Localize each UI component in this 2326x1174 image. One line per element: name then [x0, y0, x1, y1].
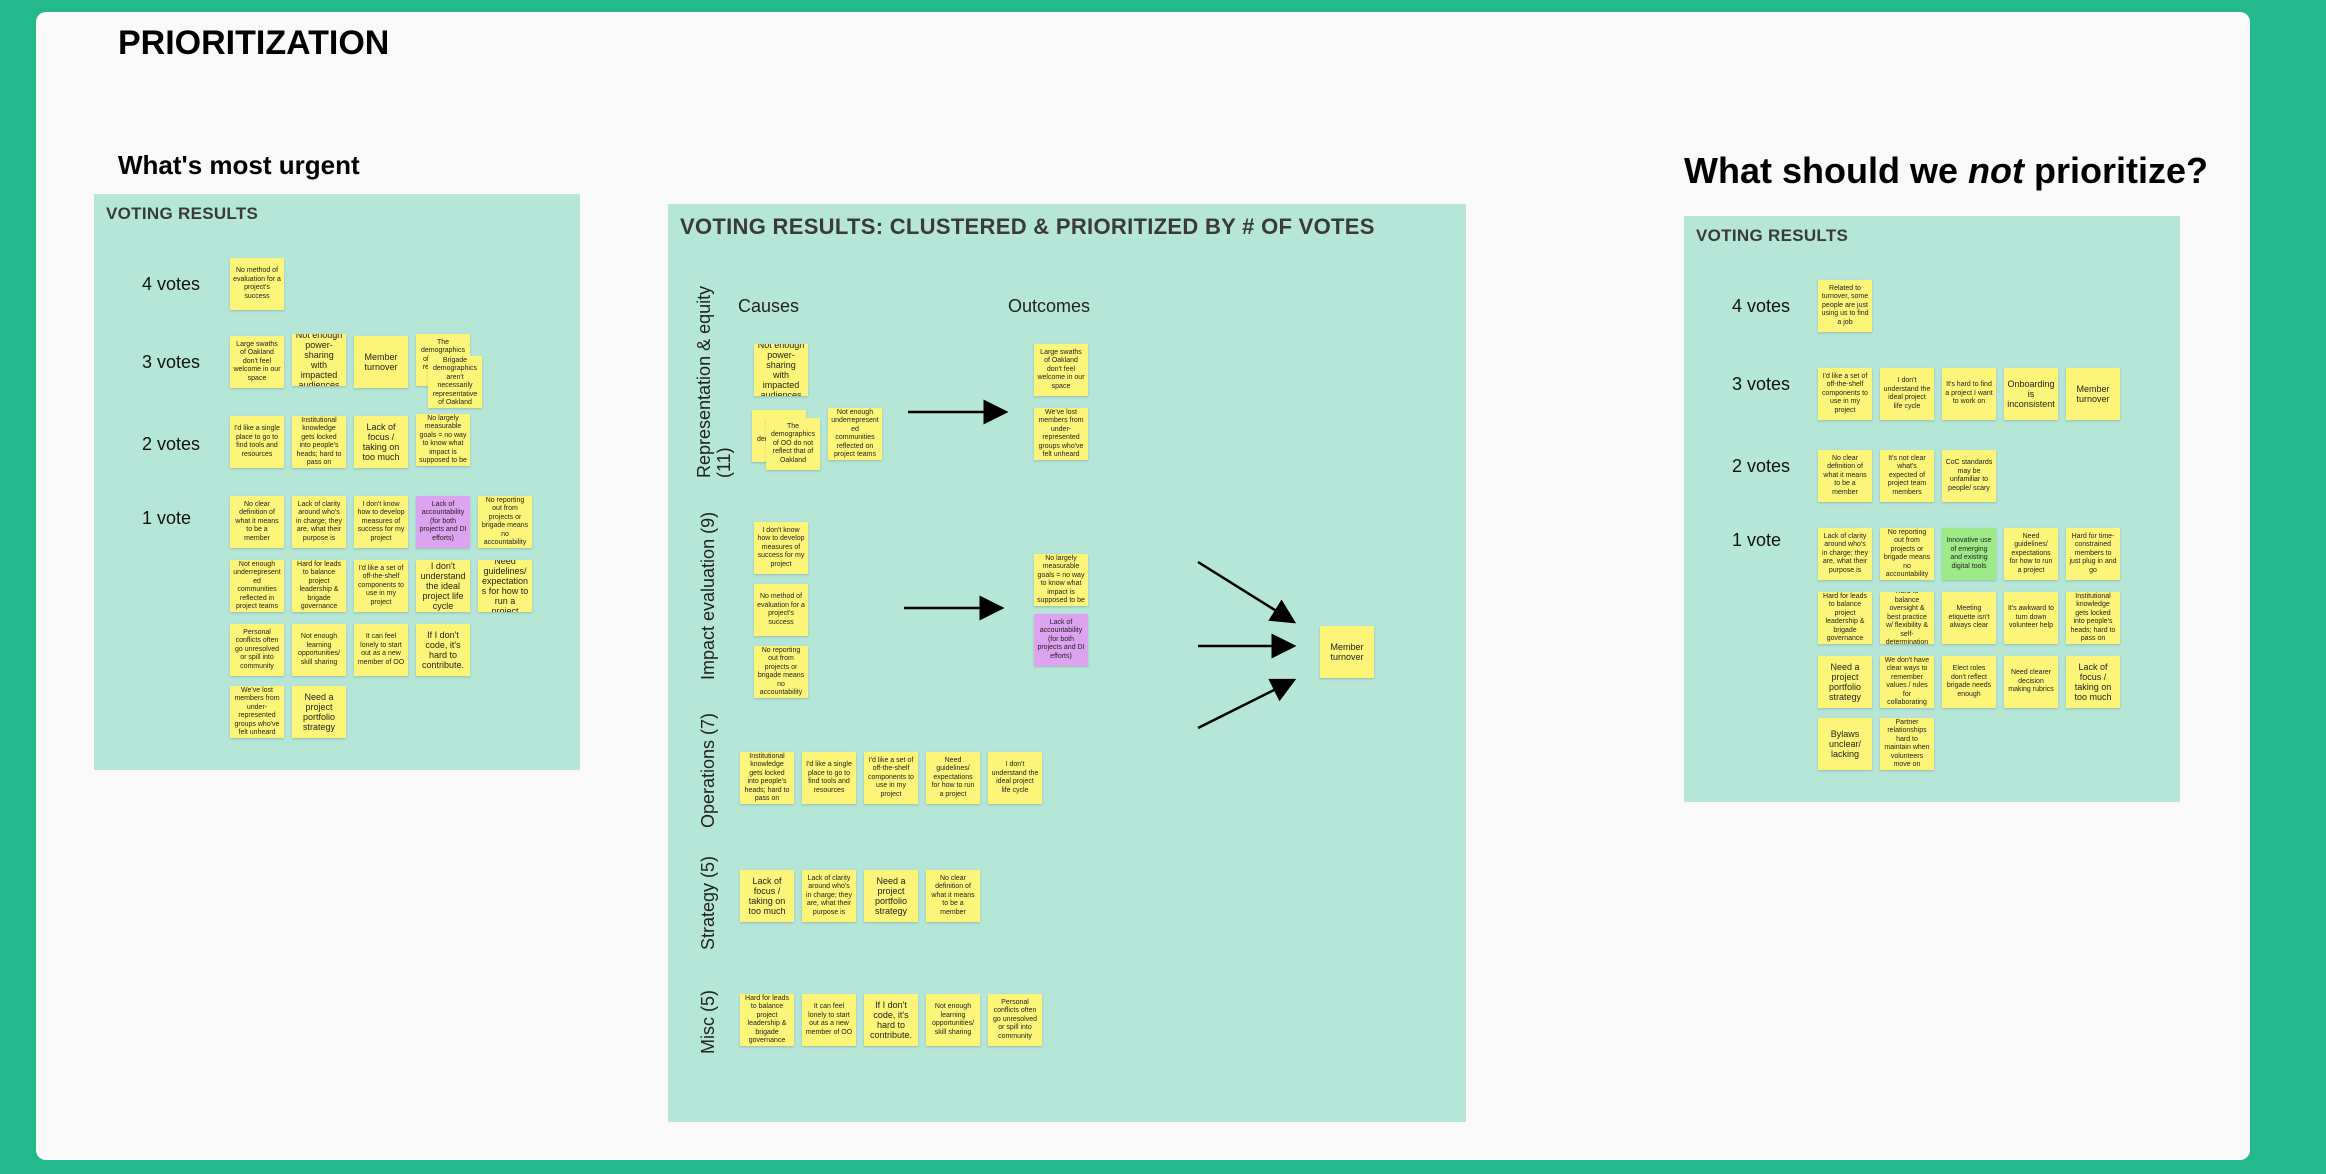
sticky-note[interactable]: Lack of clarity around who's in charge; …: [292, 496, 346, 548]
sticky-note[interactable]: No reporting out from projects or brigad…: [754, 646, 808, 698]
sticky-note[interactable]: We've lost members from under-represente…: [1034, 408, 1088, 460]
sticky-note[interactable]: No method of evaluation for a project's …: [230, 258, 284, 310]
sticky-note[interactable]: Bylaws unclear/ lacking: [1818, 718, 1872, 770]
arrow: [1197, 678, 1297, 730]
sticky-note[interactable]: The demographics of OO do not reflect th…: [766, 418, 820, 470]
sticky-note[interactable]: Meeting etiquette isn't always clear: [1942, 592, 1996, 644]
not-prioritize-voting-panel[interactable]: VOTING RESULTS 4 votes 3 votes 2 votes 1…: [1684, 216, 2180, 802]
sticky-note[interactable]: Institutional knowledge gets locked into…: [292, 416, 346, 468]
sticky-note[interactable]: I don't understand the ideal project lif…: [1880, 368, 1934, 420]
sticky-note[interactable]: Institutional knowledge gets locked into…: [740, 752, 794, 804]
sticky-note[interactable]: It's awkward to turn down volunteer help: [2004, 592, 2058, 644]
sticky-note[interactable]: Need clearer decision making rubrics: [2004, 656, 2058, 708]
sticky-note[interactable]: We don't have clear ways to remember val…: [1880, 656, 1934, 708]
sticky-note[interactable]: Hard to balance oversight & best practic…: [1880, 592, 1934, 644]
sticky-note[interactable]: Not enough underrepresented communities …: [828, 408, 882, 460]
panel-label: VOTING RESULTS: [1696, 226, 1849, 245]
cause-outcome-arrows: [904, 399, 1297, 730]
sticky-note[interactable]: Lack of focus / taking on too much: [2066, 656, 2120, 708]
sticky-note[interactable]: I'd like a set of off-the-shelf componen…: [864, 752, 918, 804]
sticky-note[interactable]: Need guidelines/ expectations for how to…: [926, 752, 980, 804]
vote-count-label: 1 vote: [142, 508, 192, 528]
vote-count-label: 3 votes: [1732, 374, 1791, 394]
sticky-note[interactable]: Need guidelines/ expectations for how to…: [2004, 528, 2058, 580]
sticky-note[interactable]: Not enough power-sharing with impacted a…: [754, 344, 808, 396]
sticky-note[interactable]: Hard for leads to balance project leader…: [740, 994, 794, 1046]
sticky-note[interactable]: Hard for leads to balance project leader…: [292, 560, 346, 612]
sticky-note[interactable]: Member turnover: [354, 336, 408, 388]
sticky-note[interactable]: It's not clear what's expected of projec…: [1880, 450, 1934, 502]
sticky-note[interactable]: Lack of focus / taking on too much: [740, 870, 794, 922]
sticky-note[interactable]: Hard for leads to balance project leader…: [1818, 592, 1872, 644]
sticky-note[interactable]: Need guidelines/ expectations for how to…: [478, 560, 532, 612]
sticky-note[interactable]: Not enough learning opportunities/ skill…: [292, 624, 346, 676]
sticky-note[interactable]: I don't know how to develop measures of …: [354, 496, 408, 548]
sticky-note[interactable]: If I don't code, it's hard to contribute…: [416, 624, 470, 676]
sticky-note[interactable]: Need a project portfolio strategy: [292, 686, 346, 738]
causes-column-header: Causes: [738, 296, 800, 316]
sticky-note[interactable]: It can feel lonely to start out as a new…: [354, 624, 408, 676]
sticky-note[interactable]: CoC standards may be unfamiliar to peopl…: [1942, 450, 1996, 502]
sticky-note[interactable]: I'd like a single place to go to find to…: [230, 416, 284, 468]
vote-count-label: 2 votes: [142, 434, 201, 454]
sticky-note[interactable]: Innovative use of emerging and existing …: [1942, 528, 1996, 580]
sticky-note[interactable]: No reporting out from projects or brigad…: [1880, 528, 1934, 580]
sticky-note[interactable]: Lack of accountability (for both project…: [416, 496, 470, 548]
sticky-note[interactable]: Onboarding is inconsistent: [2004, 368, 2058, 420]
sticky-note[interactable]: Lack of clarity around who's in charge; …: [802, 870, 856, 922]
sticky-note[interactable]: Lack of focus / taking on too much: [354, 416, 408, 468]
sticky-note[interactable]: I don't know how to develop measures of …: [754, 522, 808, 574]
sticky-note[interactable]: I don't understand the ideal project lif…: [988, 752, 1042, 804]
sticky-note[interactable]: No largely measurable goals = no way to …: [416, 414, 470, 466]
sticky-note[interactable]: It can feel lonely to start out as a new…: [802, 994, 856, 1046]
sticky-note[interactable]: Institutional knowledge gets locked into…: [2066, 592, 2120, 644]
sticky-note[interactable]: Brigade demographics aren't necessarily …: [428, 356, 482, 408]
sticky-note[interactable]: No clear definition of what it means to …: [1818, 450, 1872, 502]
sticky-note[interactable]: Not enough learning opportunities/ skill…: [926, 994, 980, 1046]
sticky-note[interactable]: I'd like a set of off-the-shelf componen…: [1818, 368, 1872, 420]
vote-count-label: 4 votes: [1732, 296, 1791, 316]
panel-label: VOTING RESULTS: CLUSTERED & PRIORITIZED …: [680, 214, 1375, 239]
sticky-note[interactable]: Need a project portfolio strategy: [864, 870, 918, 922]
sticky-note[interactable]: Partner relationships hard to maintain w…: [1880, 718, 1934, 770]
panel-label: VOTING RESULTS: [106, 204, 259, 223]
not-prioritize-heading: What should we not prioritize?: [1684, 150, 2208, 191]
outcomes-column-header: Outcomes: [1008, 296, 1091, 316]
page-title: PRIORITIZATION: [118, 24, 390, 62]
sticky-note[interactable]: I'd like a single place to go to find to…: [802, 752, 856, 804]
sticky-note[interactable]: Member turnover: [2066, 368, 2120, 420]
sticky-note[interactable]: Lack of accountability (for both project…: [1034, 614, 1088, 666]
sticky-note[interactable]: Not enough underrepresented communities …: [230, 560, 284, 612]
sticky-note[interactable]: Member turnover: [1320, 626, 1374, 678]
sticky-note[interactable]: Personal conflicts often go unresolved o…: [988, 994, 1042, 1046]
sticky-note[interactable]: Personal conflicts often go unresolved o…: [230, 624, 284, 676]
sticky-note[interactable]: Lack of clarity around who's in charge; …: [1818, 528, 1872, 580]
vote-count-label: 1 vote: [1732, 530, 1782, 550]
sticky-note[interactable]: No method of evaluation for a project's …: [754, 584, 808, 636]
urgent-voting-panel[interactable]: VOTING RESULTS 4 votes 3 votes 2 votes 1…: [94, 194, 580, 770]
sticky-note[interactable]: We've lost members from under-represente…: [230, 686, 284, 738]
sticky-note[interactable]: I'd like a set of off-the-shelf componen…: [354, 560, 408, 612]
vote-count-label: 4 votes: [142, 274, 201, 294]
sticky-note[interactable]: No clear definition of what it means to …: [926, 870, 980, 922]
whiteboard-canvas[interactable]: PRIORITIZATION What's most urgent What s…: [36, 12, 2250, 1160]
sticky-note[interactable]: No largely measurable goals = no way to …: [1034, 554, 1088, 606]
sticky-note[interactable]: Large swaths of Oakland don't feel welco…: [230, 336, 284, 388]
sticky-note[interactable]: If I don't code, it's hard to contribute…: [864, 994, 918, 1046]
vote-count-label: 3 votes: [142, 352, 201, 372]
sticky-note[interactable]: Large swaths of Oakland don't feel welco…: [1034, 344, 1088, 396]
sticky-note[interactable]: Related to turnover, some people are jus…: [1818, 280, 1872, 332]
sticky-note[interactable]: Need a project portfolio strategy: [1818, 656, 1872, 708]
sticky-note[interactable]: It's hard to find a project I want to wo…: [1942, 368, 1996, 420]
urgent-heading: What's most urgent: [118, 150, 360, 180]
sticky-note[interactable]: No reporting out from projects or brigad…: [478, 496, 532, 548]
sticky-note[interactable]: I don't understand the ideal project lif…: [416, 560, 470, 612]
vote-count-label: 2 votes: [1732, 456, 1791, 476]
arrow: [1197, 560, 1297, 624]
sticky-note[interactable]: Elect roles don't reflect brigade needs …: [1942, 656, 1996, 708]
sticky-note[interactable]: No clear definition of what it means to …: [230, 496, 284, 548]
clustered-voting-panel[interactable]: VOTING RESULTS: CLUSTERED & PRIORITIZED …: [668, 204, 1466, 1122]
sticky-note[interactable]: Not enough power-sharing with impacted a…: [292, 334, 346, 386]
sticky-note[interactable]: Hard for time-constrained members to jus…: [2066, 528, 2120, 580]
